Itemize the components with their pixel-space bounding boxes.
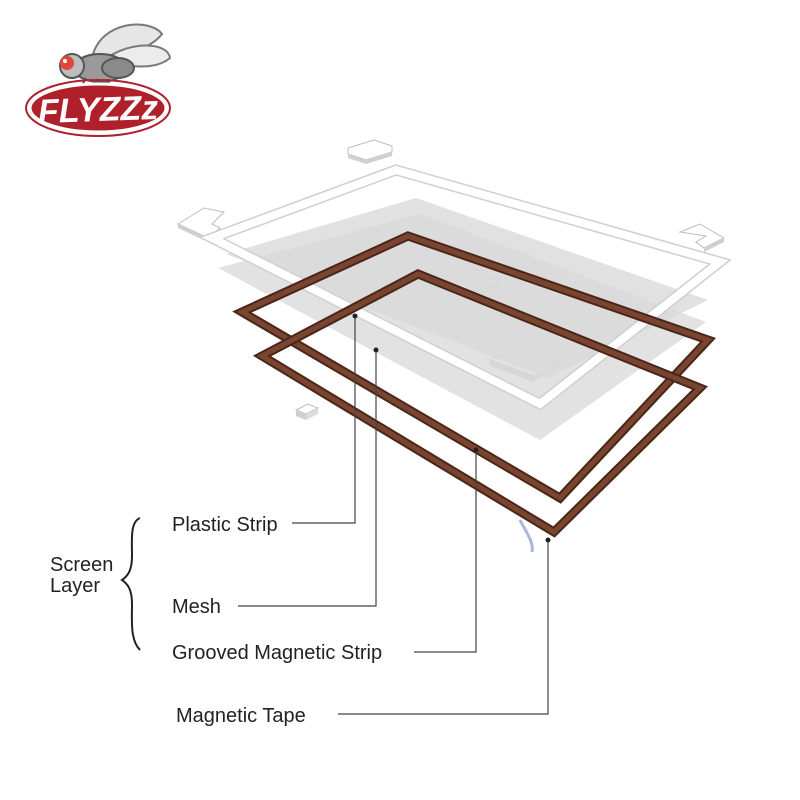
grooved-magnetic-strip-frame: [232, 231, 717, 504]
label-screen-layer-line1: Screen: [50, 554, 113, 576]
logo-badge: [28, 82, 168, 134]
label-screen-layer-line2: Layer: [50, 575, 100, 597]
label-grooved-magnetic-strip: Grooved Magnetic Strip: [172, 642, 382, 664]
corner-piece-right: [678, 223, 726, 252]
plastic-strip-frame: [198, 164, 732, 411]
label-mesh: Mesh: [172, 596, 221, 618]
corner-piece-top: [347, 139, 393, 164]
leader-plastic-strip: [292, 316, 356, 524]
magnetic-tape-frame: [252, 269, 709, 538]
corner-piece-small-cube-left: [294, 403, 320, 420]
leader-lines: [238, 313, 551, 715]
label-magnetic-tape: Magnetic Tape: [176, 705, 306, 727]
tape-curl: [518, 519, 534, 553]
screen-layer-brace: [120, 517, 141, 651]
fly-icon: [59, 23, 172, 95]
leader-magnetic-tape: [338, 540, 549, 715]
leader-grooved-magnetic-strip: [414, 450, 477, 653]
leader-mesh: [238, 350, 377, 607]
logo-text: FLYZZz: [37, 89, 158, 131]
flyzzz-logo: FLYZZz: [25, 23, 172, 137]
label-plastic-strip: Plastic Strip: [172, 514, 278, 536]
